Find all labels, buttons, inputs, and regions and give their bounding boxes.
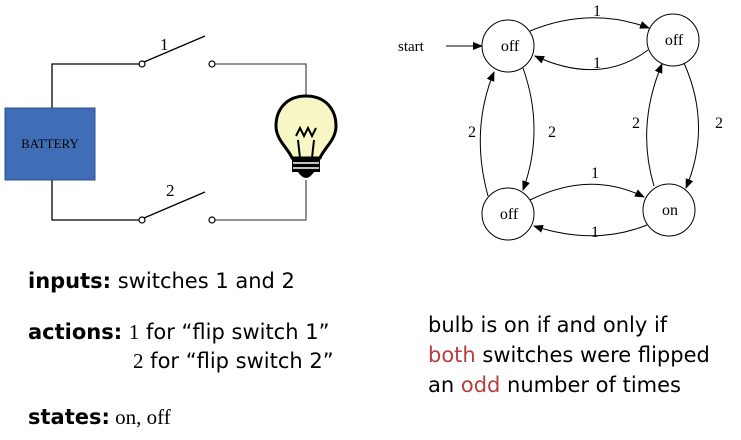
inputs-line: inputs: switches 1 and 2 xyxy=(28,269,295,293)
action-2-text: for “flip switch 2” xyxy=(143,349,334,373)
switch-1: 1 xyxy=(138,35,216,68)
state-top-left-label: off xyxy=(501,38,520,55)
action-1-text: for “flip switch 1” xyxy=(139,320,330,344)
state-bottom-right-label: on xyxy=(662,202,678,219)
circuit-diagram: 1 2 BATTERY xyxy=(4,35,338,224)
battery: BATTERY xyxy=(4,107,96,181)
edge-bl-to-tl xyxy=(479,71,495,197)
edge-tr-to-br-label: 2 xyxy=(715,115,723,132)
start-label: start xyxy=(398,39,425,55)
highlight-both: both xyxy=(428,343,476,367)
edge-bl-to-br xyxy=(529,183,645,201)
light-bulb-icon xyxy=(274,94,338,178)
edge-tr-to-tl xyxy=(534,49,649,71)
actions-line-1: actions: 1 for “flip switch 1” xyxy=(28,320,329,345)
state-bottom-right: on xyxy=(642,183,696,237)
states-key: states: xyxy=(28,405,110,429)
state-top-left: off xyxy=(481,19,535,73)
bulb-rule-line-3: an odd number of times xyxy=(428,373,681,397)
edge-bl-to-tl-label: 2 xyxy=(468,124,476,141)
states-value: on, off xyxy=(109,405,171,429)
edge-br-to-bl xyxy=(533,224,648,237)
edge-br-to-tr-label: 2 xyxy=(632,115,640,132)
edge-tr-to-br xyxy=(683,62,699,189)
switch-1-label: 1 xyxy=(160,35,169,54)
edge-tl-to-tr-label: 1 xyxy=(593,3,601,20)
battery-label: BATTERY xyxy=(21,136,79,151)
switch-2: 2 xyxy=(138,181,216,224)
bulb-rule-line-2: both switches were flipped xyxy=(428,343,710,367)
actions-key: actions: xyxy=(28,320,123,344)
wire-top xyxy=(51,63,140,108)
bulb-rule-line-1: bulb is on if and only if xyxy=(428,313,667,337)
state-machine: start off off off on 1 1 2 2 2 2 xyxy=(398,3,723,241)
edge-tl-to-tr xyxy=(529,17,650,32)
edge-bl-to-br-label: 1 xyxy=(591,165,599,182)
bulb-rule-text-2: switches were flipped xyxy=(475,343,710,367)
action-2-symbol: 2 xyxy=(133,349,144,373)
wire-bottom xyxy=(51,180,140,221)
wire-right-bottom xyxy=(214,180,307,221)
state-top-right-label: off xyxy=(665,32,684,49)
edge-tl-to-bl xyxy=(522,67,535,191)
edge-tl-to-bl-label: 2 xyxy=(548,124,556,141)
state-bottom-left: off xyxy=(481,187,535,241)
edge-tr-to-tl-label: 1 xyxy=(593,55,601,72)
actions-line-2: 2 for “flip switch 2” xyxy=(133,349,334,374)
bulb-rule-text-1: bulb is on if and only if xyxy=(428,313,668,337)
states-line: states: on, off xyxy=(28,405,171,430)
state-top-right: off xyxy=(646,13,700,67)
bulb-rule-text-3b: number of times xyxy=(500,373,681,397)
switch-2-label: 2 xyxy=(166,181,175,200)
inputs-key: inputs: xyxy=(28,269,112,293)
bulb-rule-text-3a: an xyxy=(428,373,461,397)
state-bottom-left-label: off xyxy=(500,206,519,223)
edge-br-to-tr xyxy=(646,63,663,187)
highlight-odd: odd xyxy=(460,373,501,397)
action-1-symbol: 1 xyxy=(128,320,140,344)
inputs-value: switches 1 and 2 xyxy=(111,269,295,293)
edge-br-to-bl-label: 1 xyxy=(591,224,599,241)
